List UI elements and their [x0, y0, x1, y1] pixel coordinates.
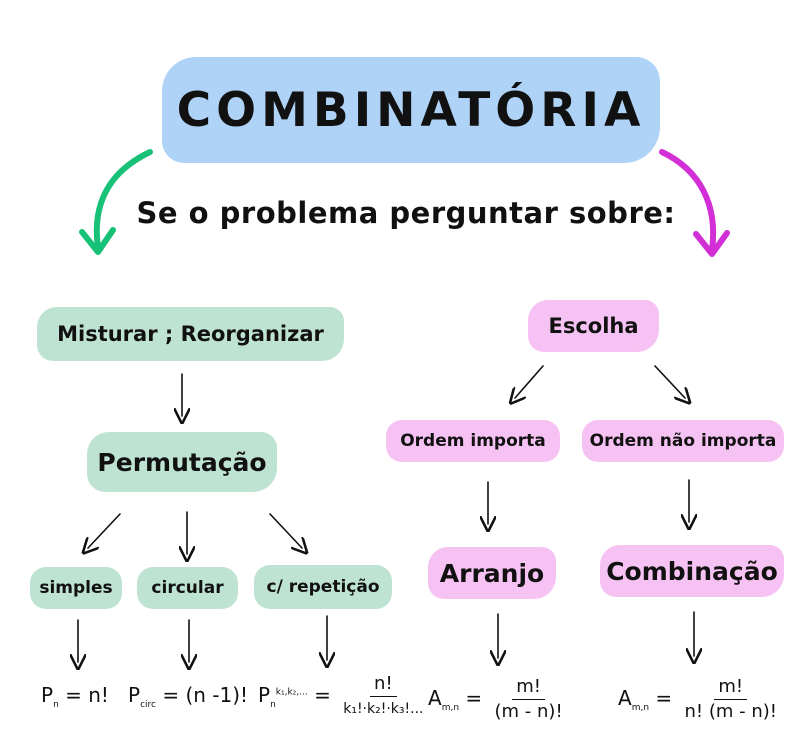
fraction: m! n! (m - n)! [684, 676, 778, 722]
flow-arrows [78, 365, 694, 662]
page-title: COMBINATÓRIA [176, 82, 646, 138]
formula-circular-permutation: Pcirc = (n -1)! [128, 683, 249, 710]
arrangement-box: Arranjo [428, 547, 556, 599]
type-simple-box: simples [30, 567, 122, 609]
concept-choice-box: Escolha [528, 300, 659, 352]
magenta-curved-arrow-icon [659, 149, 730, 257]
branch-order-matters-box: Ordem importa [386, 420, 560, 462]
arrow-down-right-icon [654, 365, 685, 398]
formula-arrangement: Am,n = m! (m - n)! [428, 676, 563, 722]
fraction: m! (m - n)! [494, 676, 563, 722]
arrow-down-left-icon [88, 513, 121, 548]
formula-combination: Am,n = m! n! (m - n)! [618, 676, 778, 722]
arrow-down-right-icon [269, 513, 302, 548]
branch-order-not-matters-box: Ordem não importa [582, 420, 784, 462]
formula-simple-permutation: Pn = n! [41, 683, 109, 710]
title-box: COMBINATÓRIA [162, 57, 660, 163]
green-curved-arrow-icon [79, 149, 153, 255]
type-repetition-box: c/ repetição [254, 565, 392, 609]
type-circular-box: circular [137, 567, 238, 609]
formula-repetition-permutation: Pnk₁,k₂,... = n! k₁!·k₂!·k₃!... [258, 672, 425, 721]
arrow-down-left-icon [515, 365, 544, 398]
subtitle: Se o problema perguntar sobre: [136, 196, 676, 230]
concept-mix-box: Misturar ; Reorganizar [37, 307, 344, 361]
fraction: n! k₁!·k₂!·k₃!... [343, 673, 424, 717]
combination-box: Combinação [600, 545, 784, 597]
permutation-box: Permutação [87, 432, 277, 492]
